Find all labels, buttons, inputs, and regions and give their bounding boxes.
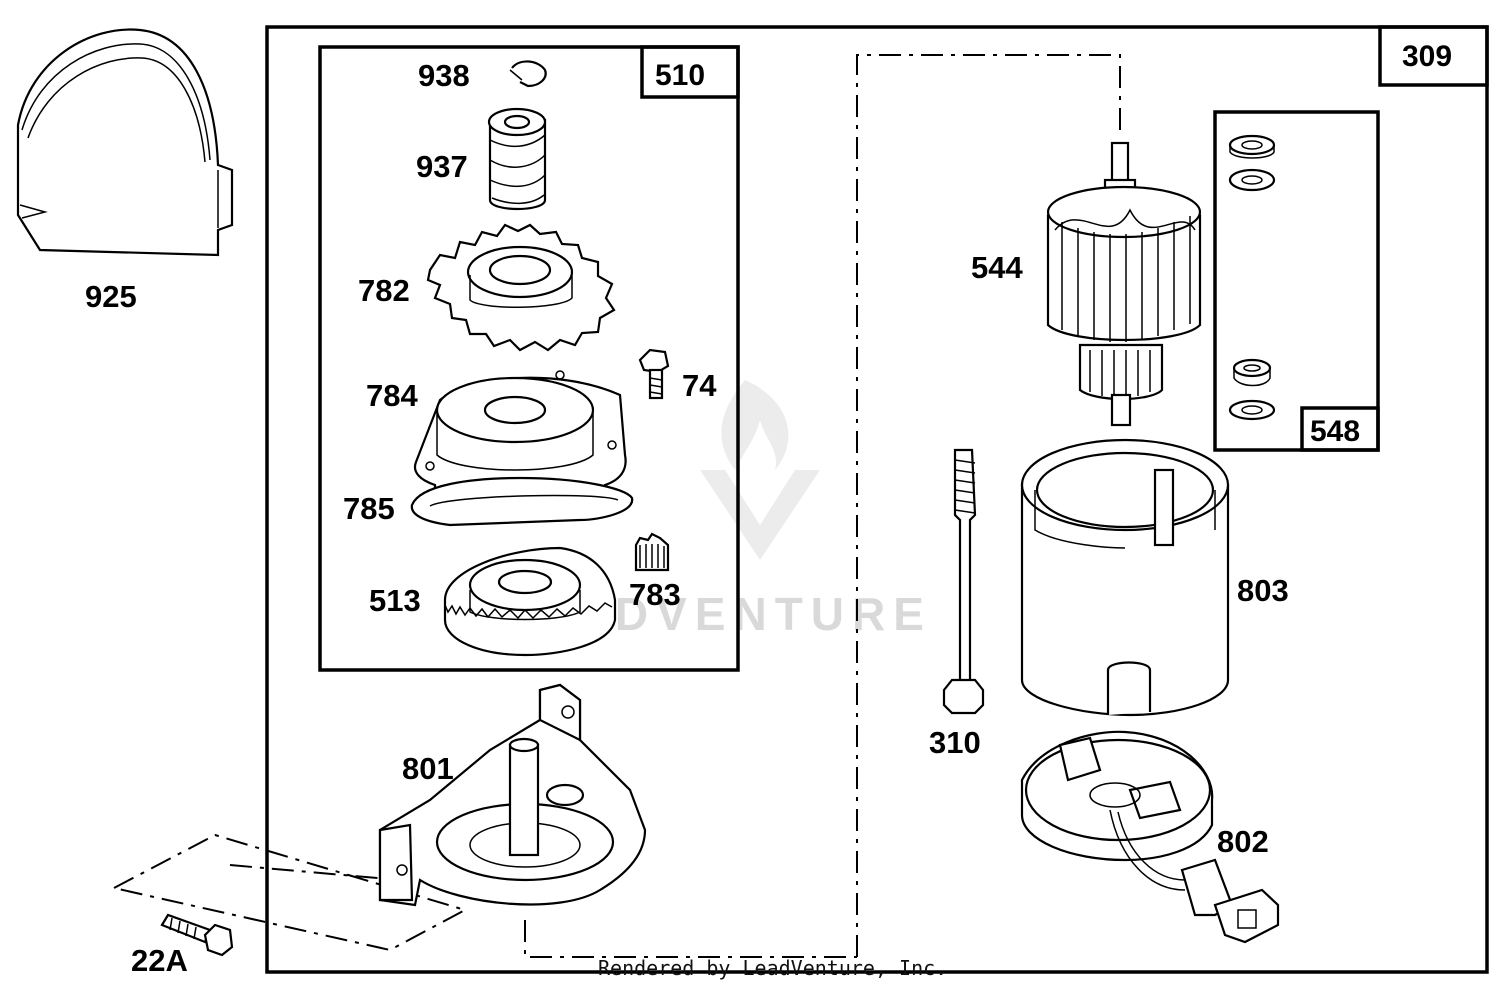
part-labels: 925 938 937 782 784 74 785 513 783 801 2… [85,58,1289,978]
label-784: 784 [366,378,418,413]
part-937-helix [487,107,547,210]
part-803-housing [1020,438,1230,717]
part-785-gasket [410,476,634,527]
part-938-clip [509,60,547,88]
label-802: 802 [1217,824,1269,859]
kit-309-tag [1378,25,1489,87]
label-74: 74 [682,368,717,403]
part-74-screw [638,348,670,400]
footer-credit: Rendered by LeadVenture, Inc. [598,956,947,980]
kit-510-tag [640,45,740,99]
label-937: 937 [416,149,468,184]
kit-548-tag [1300,406,1380,452]
kit-510-label: 510 [655,59,705,92]
leader-lines [111,54,1121,958]
part-310-bolt [942,448,985,715]
part-783-pinion [634,532,670,572]
part-782-gear [426,223,616,352]
label-513: 513 [369,583,421,618]
part-802-brush-plate [1020,730,1280,944]
kit-309-label: 309 [1402,40,1452,73]
kit-309-frame [265,25,1489,974]
part-544-armature [1046,141,1202,427]
label-310: 310 [929,725,981,760]
label-801: 801 [402,751,454,786]
part-513-ring-gear [443,546,617,657]
part-548-washers [1228,134,1276,421]
kit-548-label: 548 [1310,415,1360,448]
label-782: 782 [358,273,410,308]
part-801-drive-housing [378,683,647,907]
label-544: 544 [971,250,1023,285]
kit-548-frame [1213,110,1380,452]
label-22A: 22A [131,943,188,978]
label-938: 938 [418,58,470,93]
part-22A-bolt [160,913,234,957]
label-925: 925 [85,279,137,314]
label-803: 803 [1237,573,1289,608]
label-785: 785 [343,491,395,526]
label-783: 783 [629,577,681,612]
kit-510-frame [318,45,740,672]
part-925-cover [16,28,234,257]
